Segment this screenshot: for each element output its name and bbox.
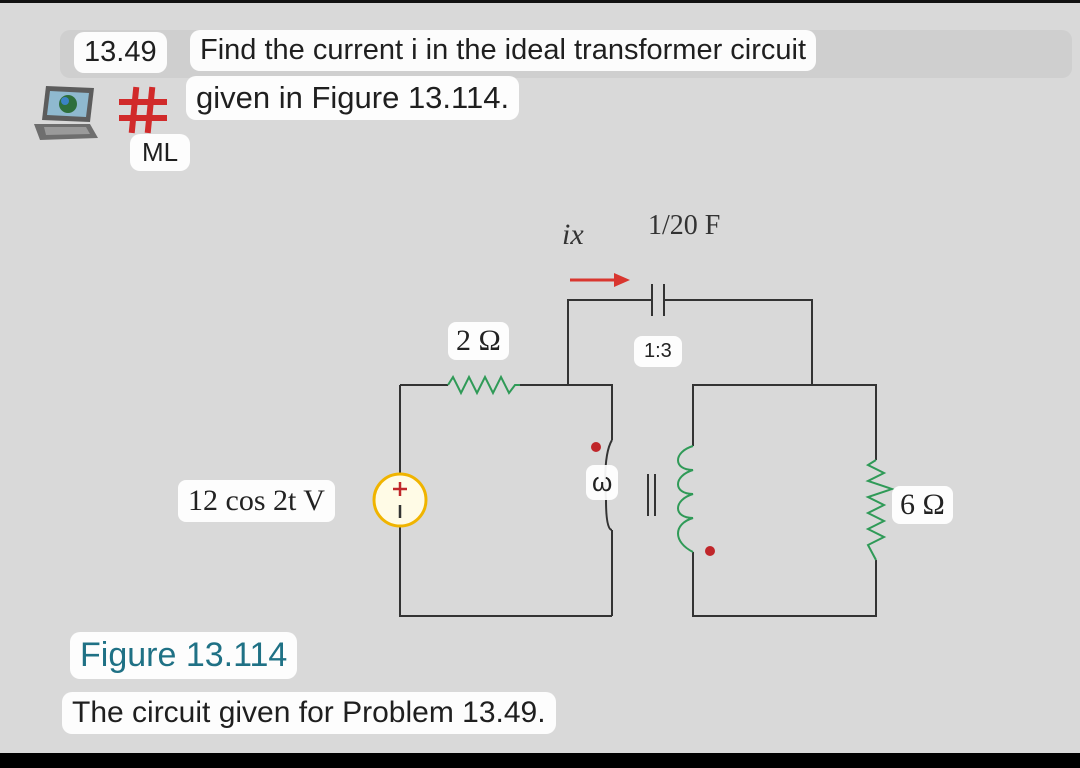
problem-text-line1: Find the current i in the ideal transfor… <box>190 30 817 71</box>
bottom-edge <box>0 753 1080 768</box>
turns-ratio-label: 1:3 <box>634 336 682 367</box>
problem-number: 13.49 <box>74 32 167 73</box>
ml-badge: ML <box>130 134 191 171</box>
resistor-2ohm <box>447 374 520 396</box>
primary-coil-label: ω <box>586 465 619 500</box>
wire-right-top <box>692 384 877 460</box>
laptop-icon <box>34 86 98 140</box>
wire-right-bottom <box>692 552 877 617</box>
wire-cap-right <box>664 299 813 385</box>
figure-title: Figure 13.114 <box>70 632 298 679</box>
current-label: ix <box>562 218 584 251</box>
problem-text-line2: given in Figure 13.114. <box>186 76 520 120</box>
source-label: 12 cos 2t V <box>178 480 335 522</box>
capacitor-label: 1/20 F <box>648 210 721 241</box>
secondary-coil <box>677 445 694 553</box>
resistor-6ohm-label: 6 Ω <box>892 486 953 524</box>
polarity-dot-primary <box>591 442 601 452</box>
wire-cap-left <box>567 299 652 385</box>
primary-coil <box>604 439 613 531</box>
hash-icon <box>119 86 167 134</box>
current-arrowhead <box>614 273 630 287</box>
resistor-2ohm-label: 2 Ω <box>448 322 509 360</box>
polarity-dot-secondary <box>705 546 715 556</box>
wire-source-bottom <box>399 526 612 617</box>
wire-mid-top <box>520 384 613 440</box>
resistor-6ohm <box>865 459 896 561</box>
voltage-source <box>372 472 428 528</box>
top-edge <box>0 0 1080 3</box>
figure-caption: The circuit given for Problem 13.49. <box>62 692 556 734</box>
